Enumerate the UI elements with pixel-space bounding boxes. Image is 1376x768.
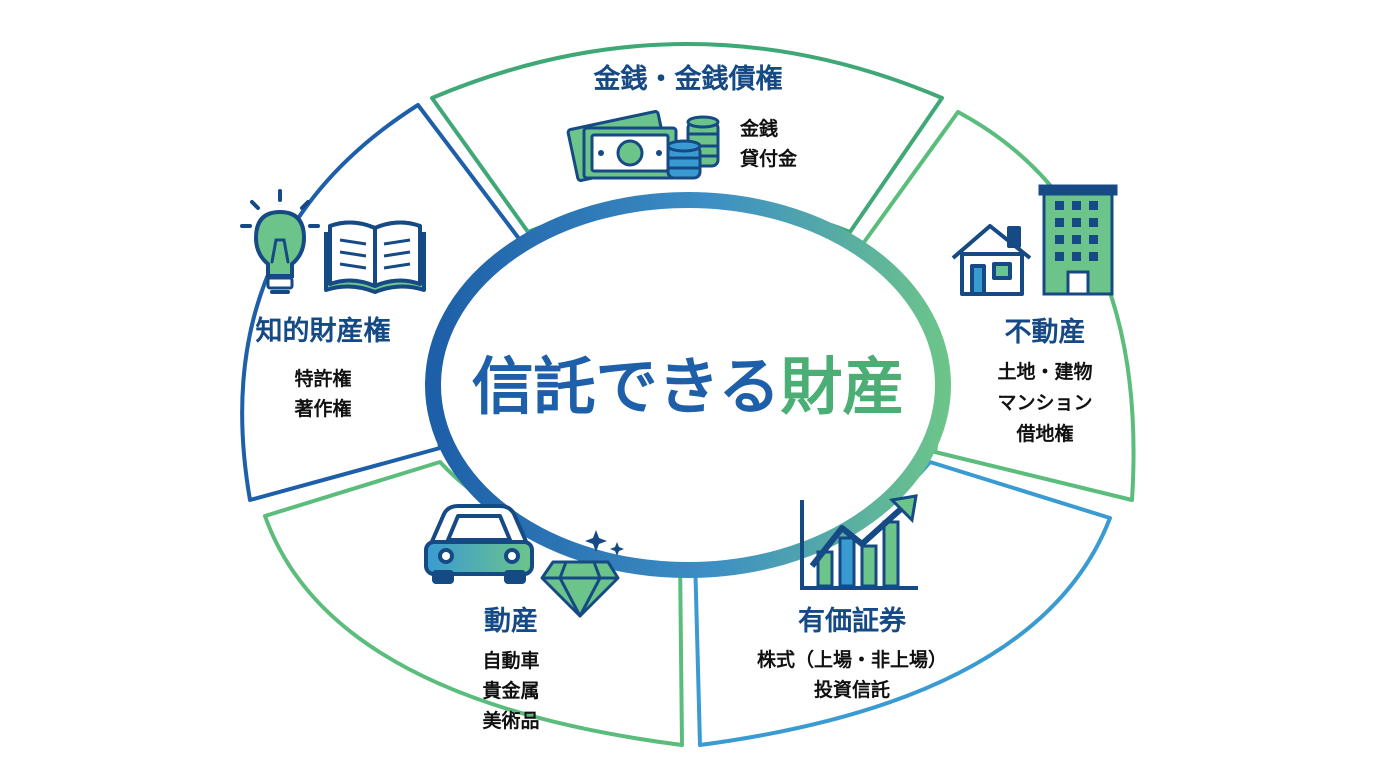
segment-item-money-1: 金銭 — [739, 117, 778, 140]
segment-item-movables-1: 自動車 — [482, 649, 539, 672]
coin-stack-icon — [666, 115, 720, 180]
segment-item-movables-2: 貴金属 — [482, 679, 539, 702]
segment-money: 金銭・金銭債権 金銭 貸付金 — [566, 63, 798, 182]
diamond-icon — [540, 560, 620, 618]
banknotes-icon — [566, 110, 678, 182]
segment-title-movables: 動産 — [484, 605, 538, 637]
segment-item-securities-2: 投資信託 — [814, 678, 890, 701]
car-icon — [424, 504, 534, 584]
segment-title-money: 金銭・金銭債権 — [593, 63, 783, 95]
segment-item-real-estate-2: マンション — [997, 392, 1092, 414]
sparkle-icon — [585, 530, 624, 556]
segment-title-real-estate: 不動産 — [1005, 316, 1086, 348]
segment-item-securities-1: 株式（上場・非上場） — [757, 648, 947, 671]
segment-title-ip: 知的財産権 — [256, 315, 391, 347]
rising-chart-icon — [800, 494, 918, 590]
lightbulb-icon — [240, 189, 320, 294]
central-ring — [425, 192, 951, 578]
center-title-green: 財産 — [780, 350, 904, 423]
segment-movables: 動産 自動車 貴金属 美術品 — [424, 504, 624, 732]
center-title: 信託できる財産 — [472, 350, 905, 423]
house-icon — [951, 224, 1032, 296]
segment-securities: 有価証券 株式（上場・非上場） 投資信託 — [757, 494, 947, 701]
segment-item-ip-1: 特許権 — [294, 367, 351, 390]
segment-ip: 知的財産権 特許権 著作権 — [240, 189, 426, 420]
segment-real-estate: 不動産 土地・建物 マンション 借地権 — [951, 184, 1118, 445]
segment-item-real-estate-3: 借地権 — [1015, 422, 1073, 445]
segment-item-real-estate-1: 土地・建物 — [997, 360, 1092, 383]
open-book-icon — [324, 220, 426, 294]
segment-item-movables-3: 美術品 — [482, 709, 539, 732]
segment-title-securities: 有価証券 — [798, 605, 907, 637]
office-building-icon — [1038, 184, 1118, 296]
center-title-blue: 信託できる — [472, 350, 781, 423]
segment-item-ip-2: 著作権 — [294, 397, 351, 420]
segment-item-money-2: 貸付金 — [739, 147, 798, 170]
